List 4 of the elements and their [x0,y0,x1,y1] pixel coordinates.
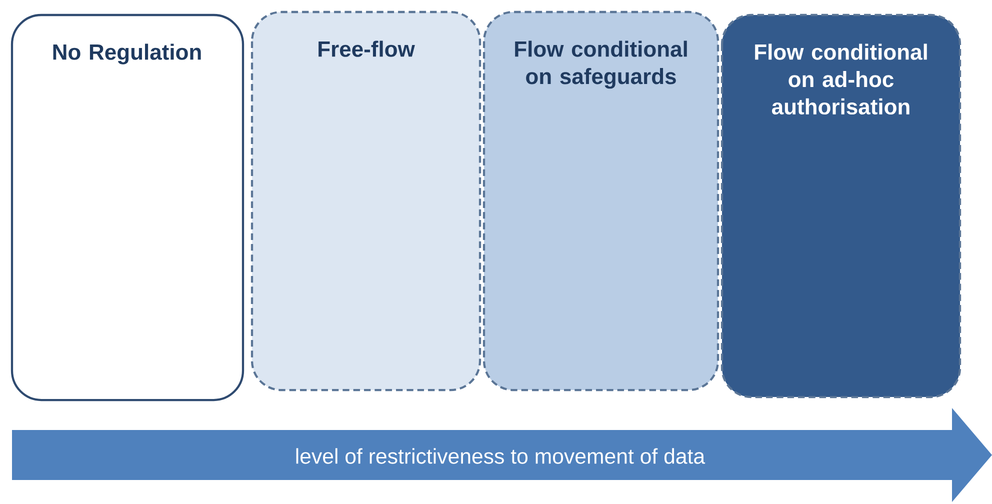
stage-box: No Regulation [10,14,244,402]
stage-box: Flow conditional on ad-hoc authorisation [720,14,962,398]
stage-box: Free-flow [250,10,482,392]
stage-box: Flow conditional on safeguards [482,10,720,392]
